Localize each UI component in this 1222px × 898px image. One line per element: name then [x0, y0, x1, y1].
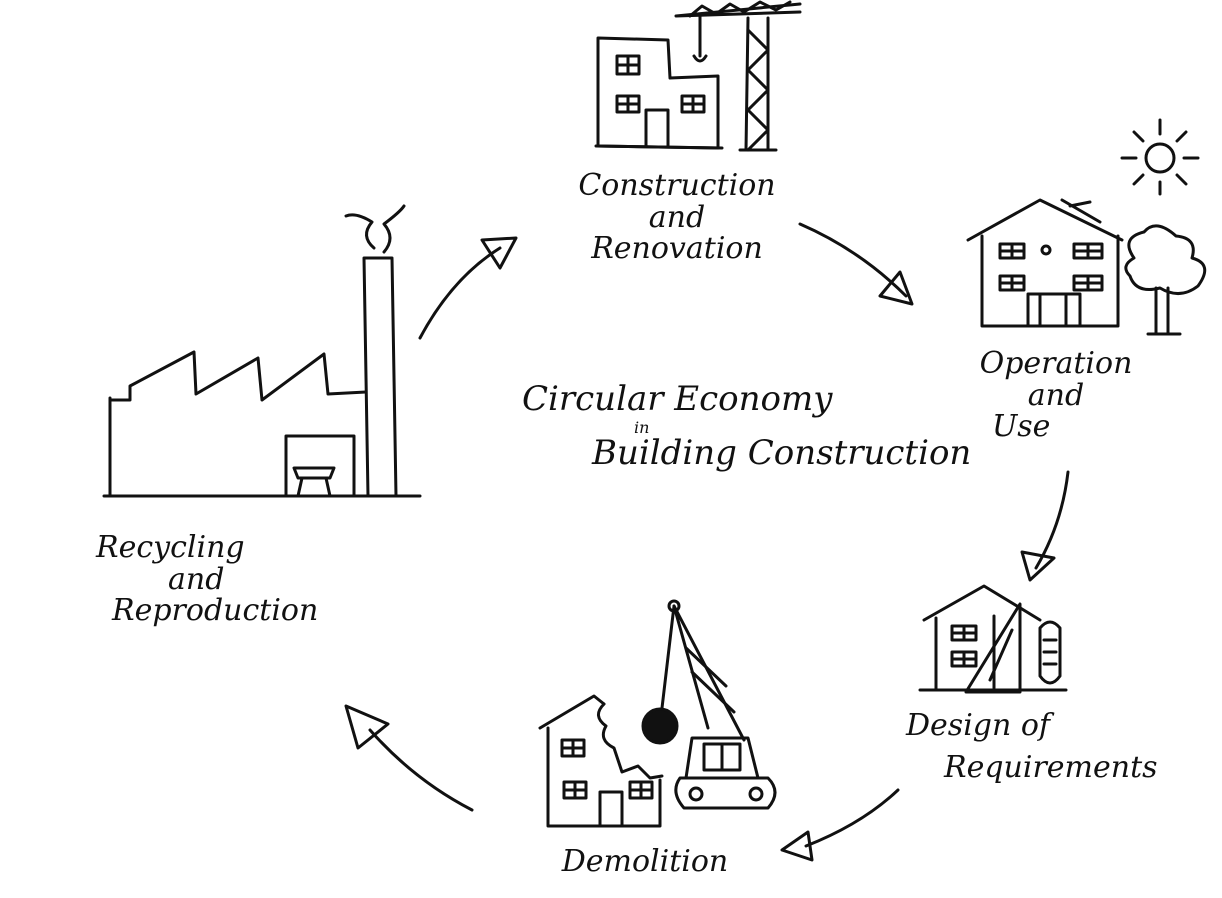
- recycling-line-3: Reproduction: [112, 593, 319, 628]
- tree-icon: [1124, 224, 1207, 336]
- demolished-house-icon: [538, 694, 664, 828]
- stage-label-design: Design of Requirements: [900, 710, 1180, 783]
- factory-icon: [102, 256, 422, 498]
- stage-label-operation: Operation and Use: [946, 348, 1166, 443]
- title-line-3: Building Construction: [592, 433, 972, 474]
- stage-label-demolition: Demolition: [530, 846, 760, 878]
- demolition-line-1: Demolition: [561, 844, 729, 879]
- title-line-2: in: [634, 417, 650, 437]
- residential-house-icon: [966, 198, 1124, 328]
- chimney-smoke-icon: [344, 204, 406, 254]
- design-building-icon: [918, 584, 1068, 694]
- construction-line-1: Construction: [578, 168, 776, 203]
- operation-line-1: Operation: [979, 346, 1133, 381]
- arrow-construction-to-operation: [798, 222, 914, 306]
- design-line-2: Requirements: [944, 749, 1158, 785]
- title-line-1: Circular Economy: [522, 379, 833, 419]
- stage-label-recycling: Recycling and Reproduction: [96, 532, 356, 627]
- construction-line-3: Renovation: [591, 231, 763, 266]
- construction-line-2: and: [648, 199, 706, 235]
- stage-label-construction: Construction and Renovation: [552, 170, 802, 265]
- design-line-1: Design of: [906, 708, 1051, 743]
- wrecking-ball-crane-icon: [641, 599, 777, 810]
- arrow-design-to-demolition: [780, 788, 900, 862]
- arrow-recycling-to-construction: [418, 236, 518, 340]
- tower-crane-icon: [674, 0, 802, 152]
- construction-building-icon: [594, 36, 724, 150]
- arrow-operation-to-design: [1020, 470, 1070, 582]
- sun-icon: [1120, 118, 1200, 196]
- diagram-title: Circular Economy in Building Constructio…: [500, 379, 972, 474]
- recycling-line-2: and: [168, 561, 225, 597]
- arrow-demolition-to-recycling: [344, 704, 474, 812]
- recycling-line-1: Recycling: [96, 530, 245, 565]
- operation-line-3: Use: [992, 409, 1051, 444]
- operation-line-2: and: [1027, 377, 1085, 413]
